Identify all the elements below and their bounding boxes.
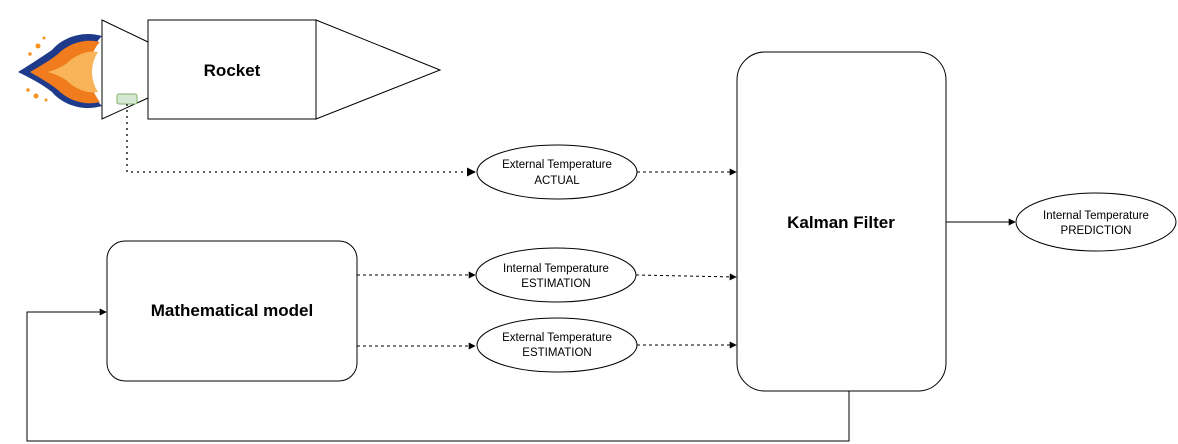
mathematical-model-label: Mathematical model <box>151 301 314 320</box>
ext-temp-estimation-line1: External Temperature <box>502 332 612 344</box>
kalman-filter-label: Kalman Filter <box>787 213 895 232</box>
rocket-exhaust-flame-icon <box>18 33 102 109</box>
rocket-nose <box>315 19 442 120</box>
int-temp-prediction-line1: Internal Temperature <box>1043 210 1149 222</box>
rocket: Rocket <box>101 19 442 120</box>
ext-temp-estimation-node: External Temperature ESTIMATION <box>476 317 638 373</box>
mathematical-model-node: Mathematical model <box>106 240 358 382</box>
ext-temp-estimation-line2: ESTIMATION <box>522 347 591 359</box>
rocket-body <box>147 19 317 120</box>
int-temp-estimation-node: Internal Temperature ESTIMATION <box>475 247 637 303</box>
ext-temp-actual-line2: ACTUAL <box>534 175 580 187</box>
rocket-label: Rocket <box>204 61 261 80</box>
int-temp-prediction-node: Internal Temperature PREDICTION <box>1015 192 1177 252</box>
temperature-sensor-icon <box>116 93 138 105</box>
int-temp-estimation-line1: Internal Temperature <box>503 263 609 275</box>
kalman-filter-node: Kalman Filter <box>736 51 947 392</box>
sensor-to-ext-actual-connector <box>126 104 476 177</box>
int-temp-estimation-line2: ESTIMATION <box>521 278 590 290</box>
int-estimation-to-kalman-arrow <box>635 273 737 281</box>
ext-temp-actual-node: External Temperature ACTUAL <box>476 144 638 200</box>
kalman-feedback-loop-arrow <box>26 308 850 442</box>
int-temp-prediction-line2: PREDICTION <box>1061 225 1132 237</box>
ext-temp-actual-line1: External Temperature <box>502 159 612 171</box>
